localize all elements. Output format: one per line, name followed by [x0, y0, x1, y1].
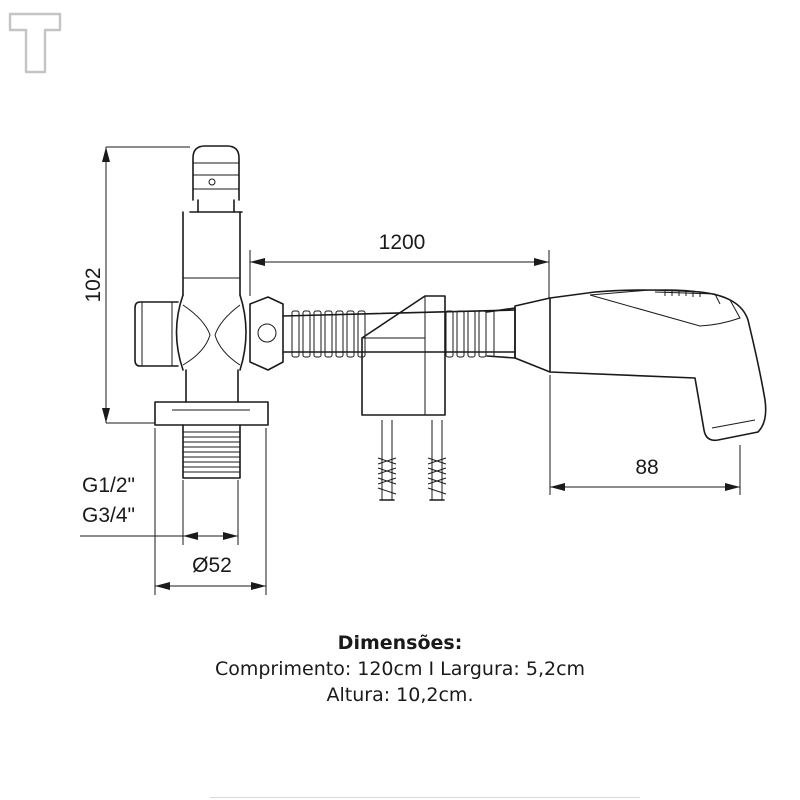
height-label: 102: [82, 267, 105, 302]
hose-rib: [478, 310, 487, 358]
thread-size-label-1: G1/2": [82, 474, 135, 497]
dimension-height: 102: [82, 146, 190, 424]
valve-body: [134, 145, 284, 479]
hose-length-label: 1200: [379, 231, 426, 254]
dimension-shower-head-width: 88: [549, 375, 741, 495]
diameter-label: Ø52: [192, 554, 232, 577]
dimension-hose-length: 1200: [249, 231, 550, 298]
hose-rib: [467, 310, 476, 358]
thread-size-label-2: G3/4": [82, 504, 135, 527]
dimension-thread: G1/2" G3/4": [80, 474, 239, 545]
hose-rib: [456, 310, 465, 358]
hand-shower-head: [486, 289, 767, 442]
dimension-diameter: Ø52: [154, 428, 267, 595]
hose-rib: [445, 310, 454, 358]
wall-plug-left: [377, 420, 397, 501]
bottom-divider: [210, 797, 640, 800]
hose-rib: [291, 310, 300, 358]
dimensions-caption: Dimensões: Comprimento: 120cm I Largura:…: [0, 630, 800, 708]
caption-heading: Dimensões:: [337, 632, 463, 654]
flexible-hose: [282, 309, 516, 358]
shower-head-width-label: 88: [635, 456, 658, 479]
hose-rib: [324, 310, 333, 358]
hose-rib: [313, 310, 322, 358]
hose-rib: [335, 310, 344, 358]
hose-rib: [302, 310, 311, 358]
brand-logo: [8, 12, 62, 74]
caption-line-length-width: Comprimento: 120cm I Largura: 5,2cm: [214, 658, 586, 680]
wall-support-bracket: [361, 295, 446, 416]
caption-line-height: Altura: 10,2cm.: [326, 684, 474, 706]
wall-plug-right: [427, 420, 447, 501]
hose-rib: [346, 310, 355, 358]
hose-ribs: [291, 310, 487, 358]
